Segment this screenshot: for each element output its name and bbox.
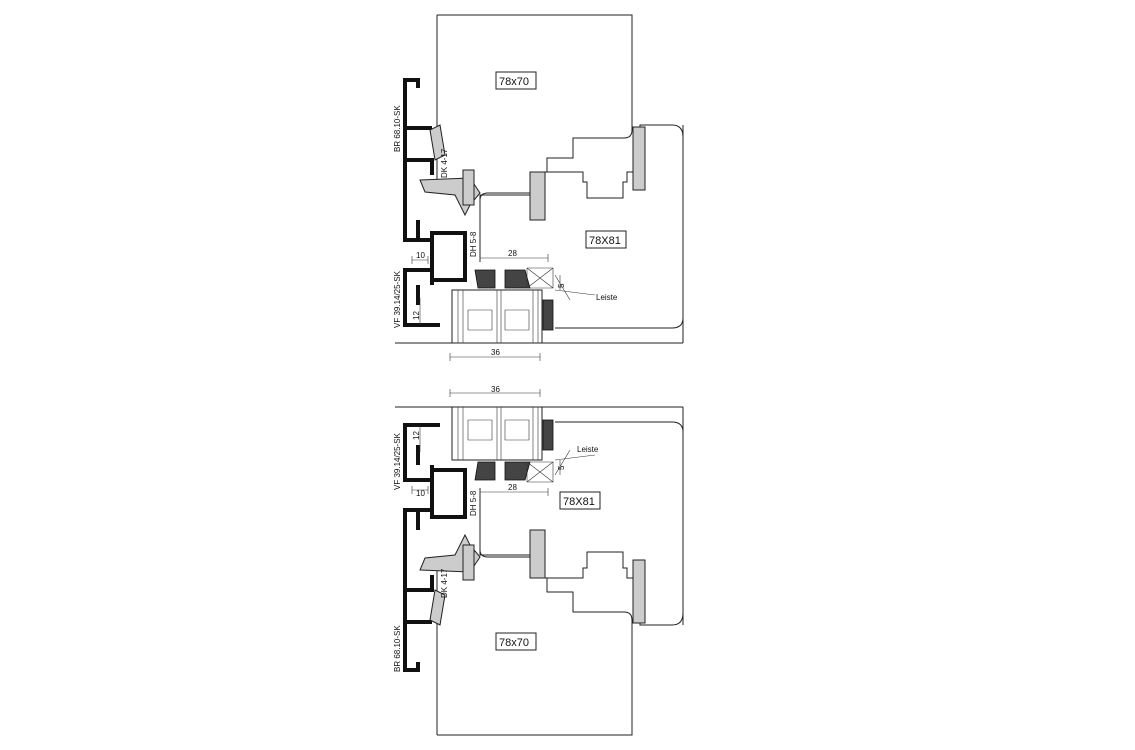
profile-label: BR 68.10-SK (393, 625, 402, 672)
upper-section (393, 13, 685, 363)
dimension-12: 12 (412, 311, 421, 320)
lower-section (393, 387, 685, 737)
dimension-5: 5 (557, 283, 566, 288)
dimension-10: 10 (416, 489, 425, 498)
dimension-12: 12 (412, 431, 421, 440)
sash-label: 78x70 (499, 637, 529, 649)
seal-label: DK 4-17 (440, 568, 449, 598)
upper-labels: 78x70 78X81 BR 68.10-SK VF 39.14/25-SK D… (393, 71, 627, 357)
bead-label: Leiste (577, 445, 599, 454)
seal-label: DH 5-8 (469, 490, 478, 516)
lower-labels: 78x70 78X81 VF 39.14/25-SK BR 68.10-SK D… (393, 385, 601, 672)
dimension-36: 36 (491, 348, 500, 357)
seal-label: DH 5-8 (469, 231, 478, 257)
profile-label: VF 39.14/25-SK (393, 432, 402, 490)
frame-label: 78X81 (563, 496, 595, 508)
dimension-28: 28 (508, 249, 517, 258)
dimension-36: 36 (491, 385, 500, 394)
profile-label: VF 39.14/25-SK (393, 270, 402, 328)
dimension-10: 10 (416, 251, 425, 260)
sash-label: 78x70 (499, 76, 529, 88)
dimension-28: 28 (508, 483, 517, 492)
dimension-5: 5 (557, 465, 566, 470)
frame-label: 78X81 (589, 235, 621, 247)
bead-label: Leiste (596, 293, 618, 302)
profile-label: BR 68.10-SK (393, 105, 402, 152)
seal-label: DK 4-17 (440, 148, 449, 178)
